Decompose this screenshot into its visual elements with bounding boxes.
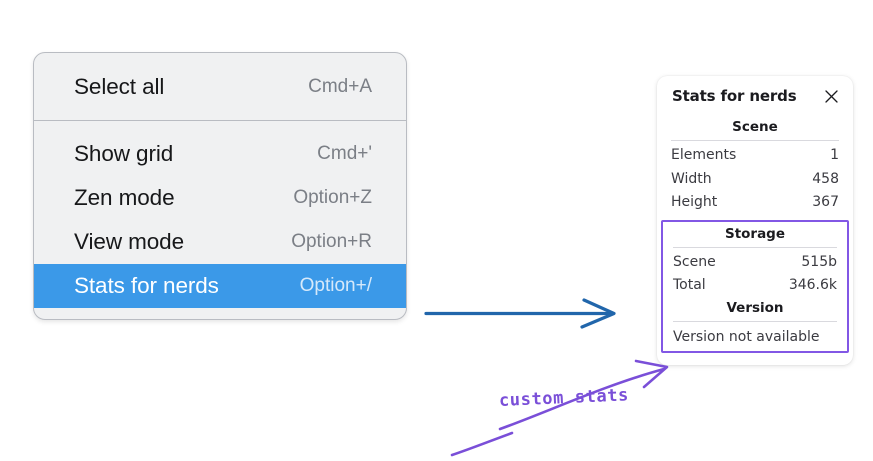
menu-item-shortcut: Option+/ bbox=[299, 275, 372, 296]
menu-item-label: Stats for nerds bbox=[74, 273, 219, 298]
section-version: Version Version not available bbox=[673, 298, 837, 345]
context-menu[interactable]: Select all Cmd+A Show grid Cmd+' Zen mod… bbox=[33, 52, 407, 320]
stat-key: Elements bbox=[671, 147, 737, 163]
stat-value: 1 bbox=[830, 147, 839, 163]
menu-item-label: Zen mode bbox=[74, 185, 175, 210]
menu-item-select-all[interactable]: Select all Cmd+A bbox=[34, 65, 406, 109]
stat-key: Width bbox=[671, 170, 712, 187]
menu-item-stats-for-nerds[interactable]: Stats for nerds Option+/ bbox=[34, 264, 406, 308]
stat-row-elements: Elements 1 bbox=[671, 144, 839, 168]
menu-item-zen-mode[interactable]: Zen mode Option+Z bbox=[34, 176, 406, 220]
menu-item-view-mode[interactable]: View mode Option+R bbox=[34, 220, 406, 264]
menu-item-label: View mode bbox=[74, 229, 184, 254]
menu-item-shortcut: Option+R bbox=[291, 231, 372, 252]
menu-item-label: Select all bbox=[74, 74, 165, 99]
divider bbox=[673, 320, 837, 322]
stat-value: 367 bbox=[812, 194, 839, 210]
section-title-storage: Storage bbox=[724, 225, 786, 242]
section-title-scene: Scene bbox=[732, 119, 778, 135]
stat-key: Height bbox=[671, 194, 718, 210]
stat-value: 458 bbox=[812, 170, 839, 187]
stats-for-nerds-panel[interactable]: Stats for nerds Scene Elements 1 Width 4… bbox=[657, 76, 853, 365]
stat-key: Total bbox=[673, 277, 706, 293]
stat-value: 515b bbox=[801, 253, 837, 270]
divider bbox=[673, 246, 837, 248]
flow-arrow-icon bbox=[424, 298, 616, 329]
menu-item-shortcut: Cmd+A bbox=[308, 76, 372, 97]
section-storage: Storage Scene 515b Total 346.6k bbox=[673, 224, 837, 298]
section-scene: Scene Elements 1 Width 458 Height 367 bbox=[671, 117, 839, 215]
menu-item-show-grid[interactable]: Show grid Cmd+' bbox=[34, 132, 406, 176]
custom-stats-highlight-box: Storage Scene 515b Total 346.6k Version … bbox=[661, 219, 849, 353]
menu-item-label: Show grid bbox=[74, 141, 174, 166]
stat-row-width: Width 458 bbox=[671, 168, 839, 192]
section-title-version: Version bbox=[726, 299, 784, 316]
divider bbox=[671, 140, 839, 141]
panel-title: Stats for nerds bbox=[672, 87, 797, 105]
panel-body: Scene Elements 1 Width 458 Height 367 St… bbox=[657, 117, 853, 353]
menu-item-shortcut: Cmd+' bbox=[317, 143, 372, 164]
stat-row-storage-total: Total 346.6k bbox=[673, 274, 837, 298]
custom-stats-annotation-arrow bbox=[450, 359, 669, 457]
menu-separator bbox=[34, 120, 406, 121]
stat-key: Scene bbox=[673, 253, 716, 270]
close-icon[interactable] bbox=[822, 87, 840, 105]
menu-group-2: Show grid Cmd+' Zen mode Option+Z View m… bbox=[34, 121, 406, 308]
stat-row-storage-scene: Scene 515b bbox=[673, 251, 837, 275]
stat-row-height: Height 367 bbox=[671, 191, 839, 215]
menu-item-shortcut: Option+Z bbox=[293, 187, 372, 208]
stat-value: 346.6k bbox=[788, 277, 837, 293]
version-value: Version not available bbox=[673, 328, 820, 345]
panel-header: Stats for nerds bbox=[657, 87, 853, 105]
menu-group-1: Select all Cmd+A bbox=[34, 53, 406, 120]
